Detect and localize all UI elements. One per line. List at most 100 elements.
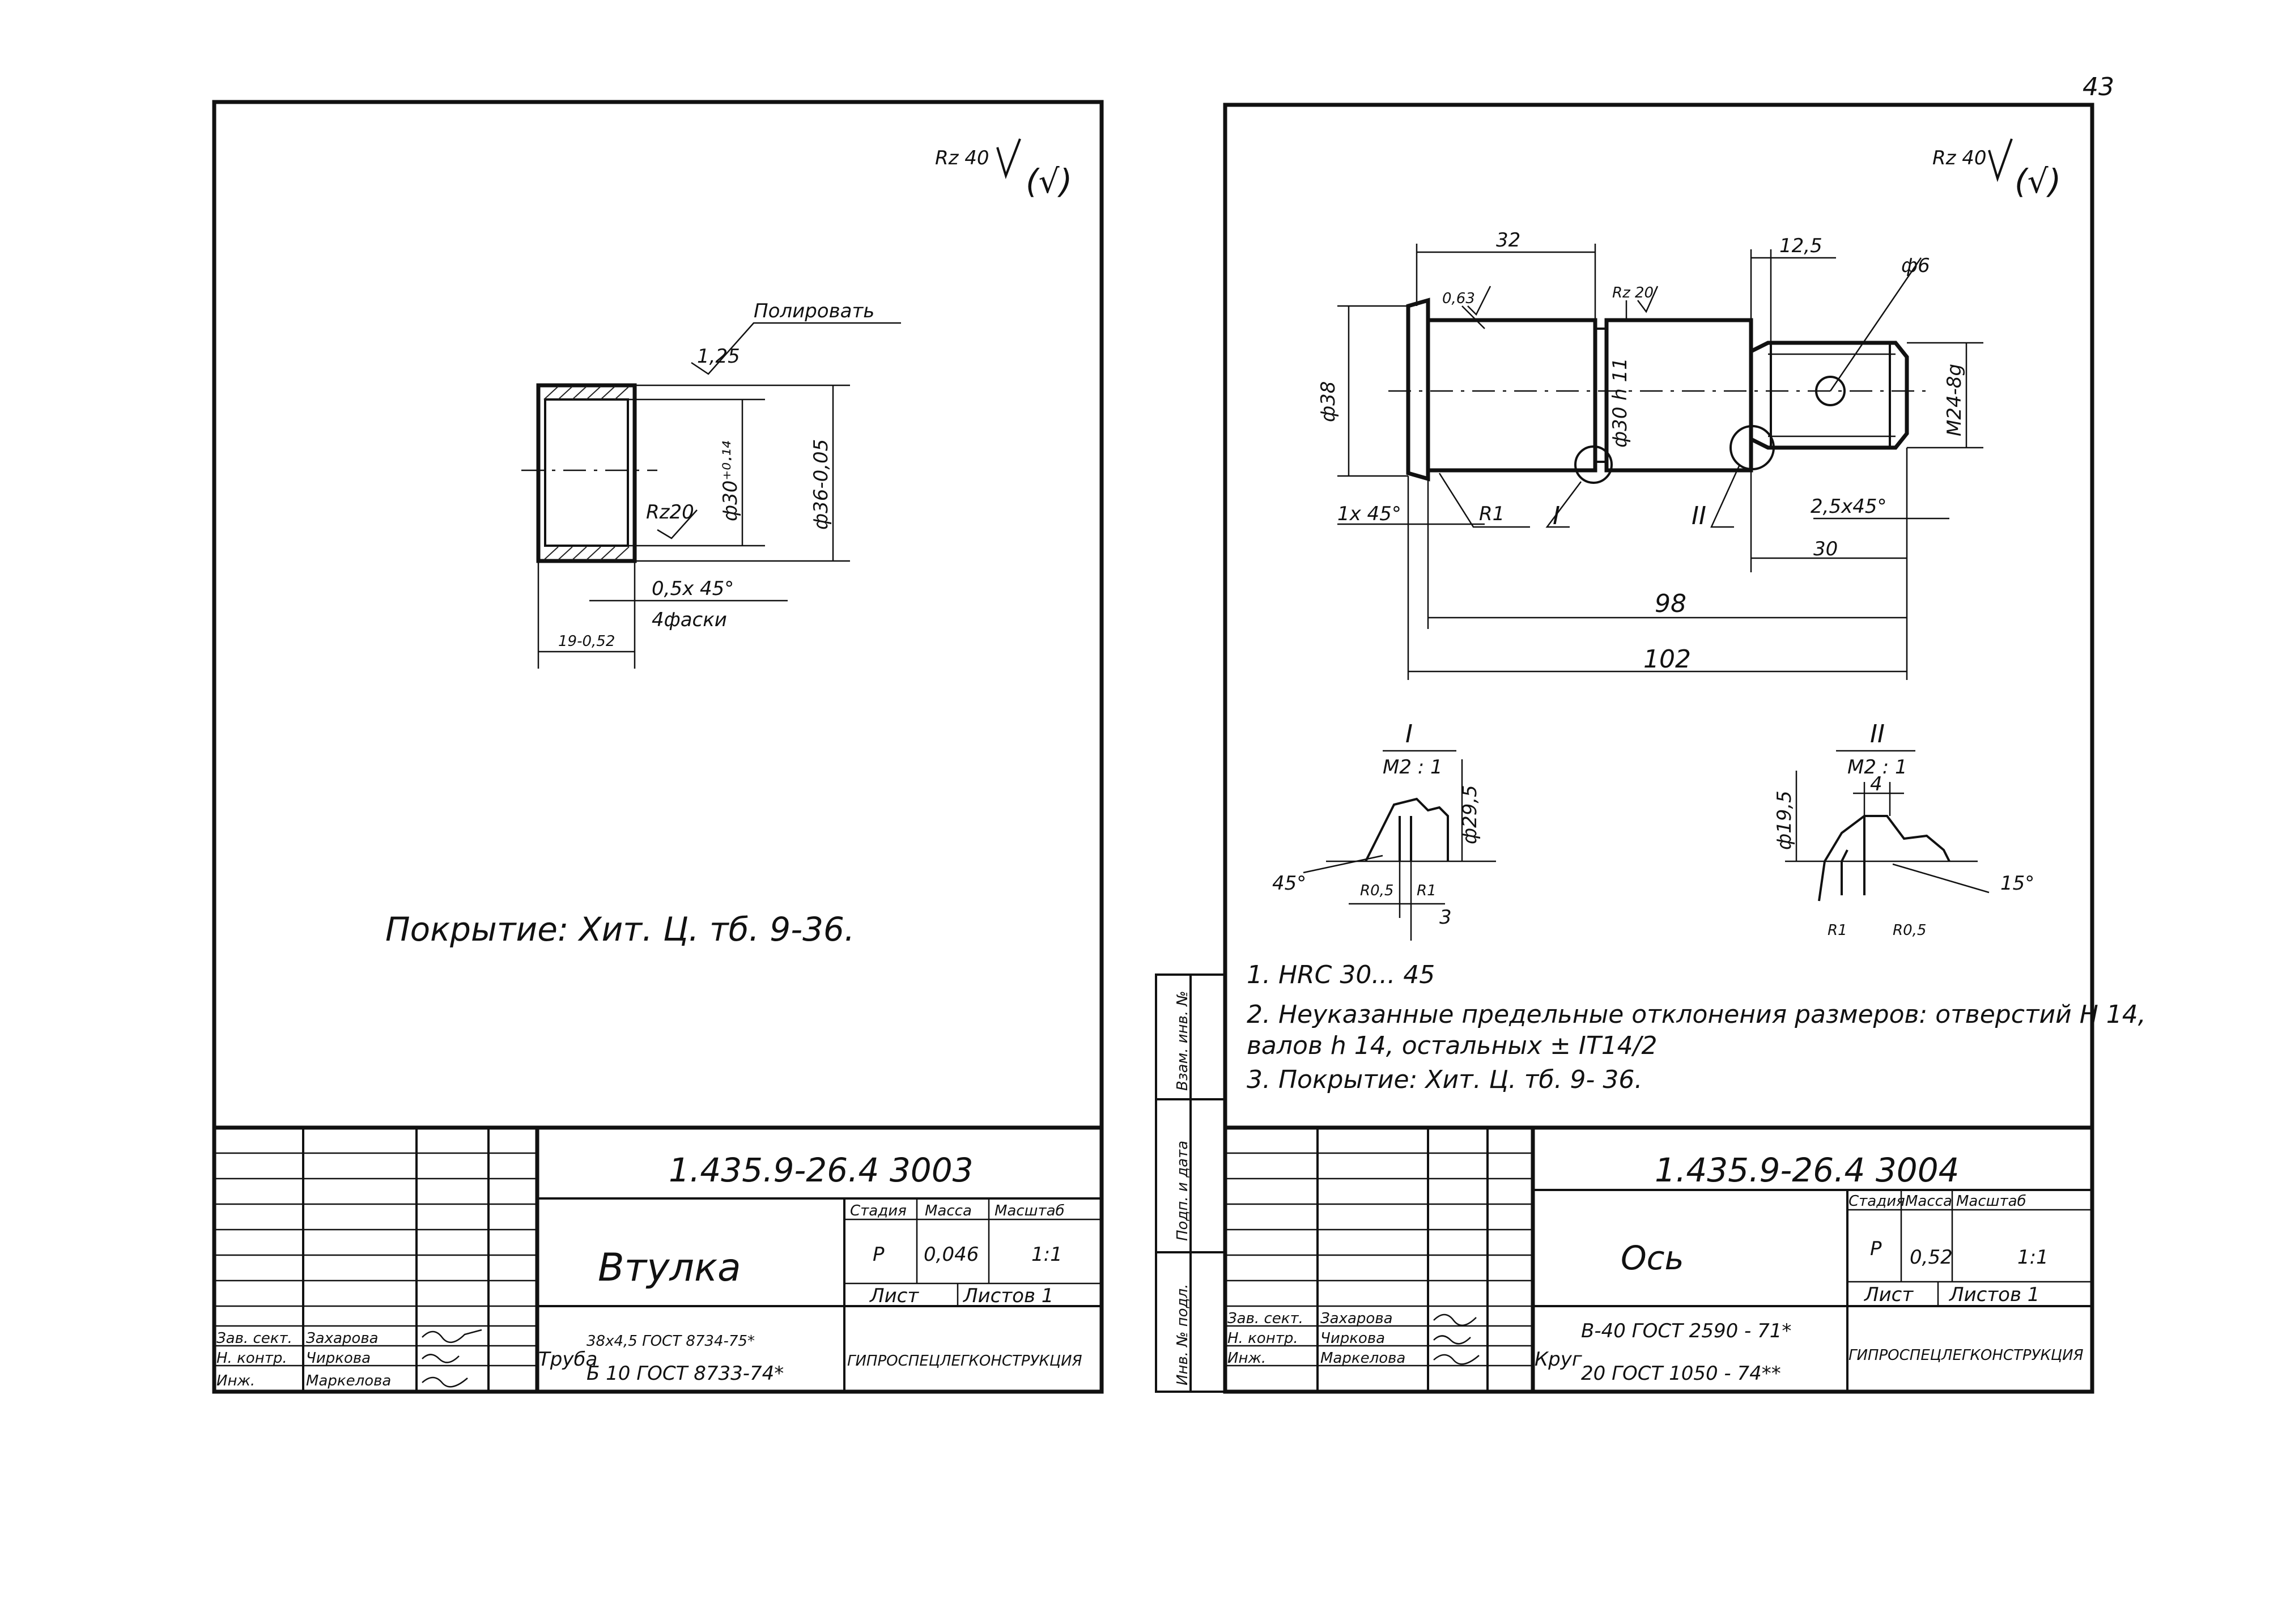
sheets-label-right: Листов 1 <box>1948 1283 2039 1306</box>
signature-1-left <box>422 1354 460 1363</box>
detail-mark-2: II <box>1692 501 1706 530</box>
material-line2-left: Б 10 ГОСТ 8733-74* <box>587 1362 784 1385</box>
material-line1-left: 38x4,5 ГОСТ 8734-75* <box>587 1333 755 1350</box>
dim-chamfer: 0,5x 45° <box>652 577 734 600</box>
bushing-view <box>521 383 850 669</box>
note-2: 2. Неуказанные предельные отклонения раз… <box>1247 1000 2146 1029</box>
dim-25x45: 2,5x45° <box>1811 495 1886 518</box>
roughness-general-right: Rz 40 <box>1932 147 1987 169</box>
stage-left: Р <box>873 1243 885 1266</box>
detail-2: II М2 : 1 ф19,5 4 15° R1 R0,5 <box>1773 720 2034 939</box>
signature-2-right <box>1433 1354 1480 1365</box>
detail-2-r1: R1 <box>1828 922 1847 939</box>
organization-left: ГИПРОСПЕЦЛЕГКОНСТРУКЦИЯ <box>847 1353 1082 1370</box>
dim-98: 98 <box>1655 589 1686 618</box>
roughness-063: 0,63 <box>1442 290 1475 307</box>
signature-1-right <box>1433 1335 1471 1345</box>
sheet-right-frame <box>1223 103 2094 1394</box>
detail-1-r1: R1 <box>1417 882 1437 899</box>
detail-2-label: II <box>1870 720 1885 749</box>
roughness-rz20-icon <box>1637 286 1659 313</box>
mass-left: 0,046 <box>924 1243 979 1266</box>
sheet-left-frame <box>212 100 1104 1394</box>
coating-left: Покрытие: Хит. Ц. тб. 9-36. <box>385 910 855 949</box>
material-line1-right: В-40 ГОСТ 2590 - 71* <box>1581 1320 1791 1342</box>
technical-notes: 1. HRC 30... 45 2. Неуказанные предельны… <box>1247 960 2146 1094</box>
role-2-right: Инж. <box>1227 1350 1266 1367</box>
dim-r1: R1 <box>1479 503 1505 525</box>
name-0-left: Захарова <box>306 1330 379 1347</box>
hdr-scale-right: Масштаб <box>1956 1193 2026 1210</box>
detail-2-r05: R0,5 <box>1893 922 1926 939</box>
roughness-check-icon <box>996 138 1021 180</box>
detail-2-scale: М2 : 1 <box>1847 756 1907 779</box>
hdr-mass-left: Масса <box>925 1202 972 1219</box>
name-1-right: Чиркова <box>1320 1330 1385 1347</box>
detail-1-dim-3: 3 <box>1439 906 1452 929</box>
side-stamp-1: Подп. и дата <box>1174 1141 1191 1241</box>
detail-2-dim-4: 4 <box>1870 773 1882 796</box>
dim-1x45: 1x 45° <box>1337 503 1401 525</box>
sheet-label-right: Лист <box>1863 1283 1914 1306</box>
detail-1-label: I <box>1405 720 1413 749</box>
name-2-left: Маркелова <box>306 1372 391 1389</box>
roughness-inner: Rz20 <box>646 501 694 524</box>
side-stamp-0: Инв. № подл. <box>1174 1284 1191 1385</box>
note-1: 1. HRC 30... 45 <box>1247 960 1435 989</box>
part-name-right: Ось <box>1621 1239 1684 1277</box>
roughness-symbol-left: (√) <box>1026 162 1072 201</box>
detail-1-dim-phi: ф29,5 <box>1459 785 1481 844</box>
dim-thread: М24-8g <box>1943 364 1966 436</box>
roughness-check-icon-right <box>1988 138 2013 182</box>
title-block-right: 1.435.9-26.4 3004 Ось Стадия Масса Масшт… <box>1225 1125 2092 1392</box>
detail-1-angle: 45° <box>1272 872 1306 895</box>
detail-mark-1: I <box>1553 501 1560 530</box>
signature-2-left <box>422 1376 468 1388</box>
note-2b: валов h 14, остальных ± IT14/2 <box>1247 1031 1658 1060</box>
note-polish: Полировать <box>754 300 874 322</box>
scale-right: 1:1 <box>2017 1246 2049 1269</box>
dim-outer-dia: ф36-0,05 <box>810 439 832 530</box>
detail-1: I М2 : 1 ф29,5 45° R0,5 R1 3 <box>1272 720 1496 941</box>
detail-1-scale: М2 : 1 <box>1383 756 1443 779</box>
mass-right: 0,52 <box>1910 1246 1953 1269</box>
roughness-general-left: Rz 40 <box>935 147 989 169</box>
role-2-left: Инж. <box>216 1372 255 1389</box>
dim-32: 32 <box>1496 229 1520 252</box>
side-stamp: Инв. № подл. Подп. и дата Взам. инв. № <box>1155 973 1226 1393</box>
dim-phi6: ф6 <box>1901 254 1930 277</box>
page-number: 43 <box>2083 73 2114 101</box>
title-block-left: 1.435.9-26.4 3003 Втулка Стадия Масса Ма… <box>214 1125 1102 1392</box>
part-name-left: Втулка <box>598 1245 741 1290</box>
dim-chamfer-note: 4фаски <box>652 609 727 631</box>
name-0-right: Захарова <box>1320 1310 1393 1327</box>
scale-left: 1:1 <box>1031 1243 1063 1266</box>
roughness-polish: 1,25 <box>697 345 740 368</box>
note-3: 3. Покрытие: Хит. Ц. тб. 9- 36. <box>1247 1065 1642 1094</box>
dim-inner-dia: ф30⁺⁰·¹⁴ <box>719 441 742 521</box>
dim-phi30h11: ф30 h 11 <box>1609 358 1631 448</box>
name-2-right: Маркелова <box>1320 1350 1405 1367</box>
role-1-left: Н. контр. <box>216 1350 287 1367</box>
detail-2-dim-phi: ф19,5 <box>1773 790 1796 850</box>
stage-right: Р <box>1870 1238 1882 1260</box>
doc-number-right: 1.435.9-26.4 3004 <box>1655 1151 1960 1189</box>
sheets-label-left: Листов 1 <box>962 1285 1053 1307</box>
dim-12-5: 12,5 <box>1779 235 1822 257</box>
sheet-left: Rz 40 (√) <box>212 100 1104 1394</box>
signature-0-left <box>422 1329 482 1343</box>
detail-2-angle: 15° <box>2000 872 2034 895</box>
signature-0-right <box>1433 1313 1477 1326</box>
role-0-right: Зав. сект. <box>1227 1310 1303 1327</box>
role-0-left: Зав. сект. <box>216 1330 292 1347</box>
doc-number-left: 1.435.9-26.4 3003 <box>669 1151 974 1189</box>
sheet-right: Rz 40 (√) <box>1155 103 2146 1394</box>
material-prefix-left: Труба <box>538 1348 597 1371</box>
wall-hatch-bottom <box>543 546 630 560</box>
roughness-rz20: Rz 20 <box>1612 284 1654 301</box>
wall-hatch-top <box>543 386 630 400</box>
detail-1-r05: R0,5 <box>1360 882 1393 899</box>
side-stamp-2: Взам. инв. № <box>1174 990 1191 1091</box>
hdr-stage-right: Стадия <box>1848 1193 1905 1210</box>
dim-102: 102 <box>1643 645 1691 674</box>
